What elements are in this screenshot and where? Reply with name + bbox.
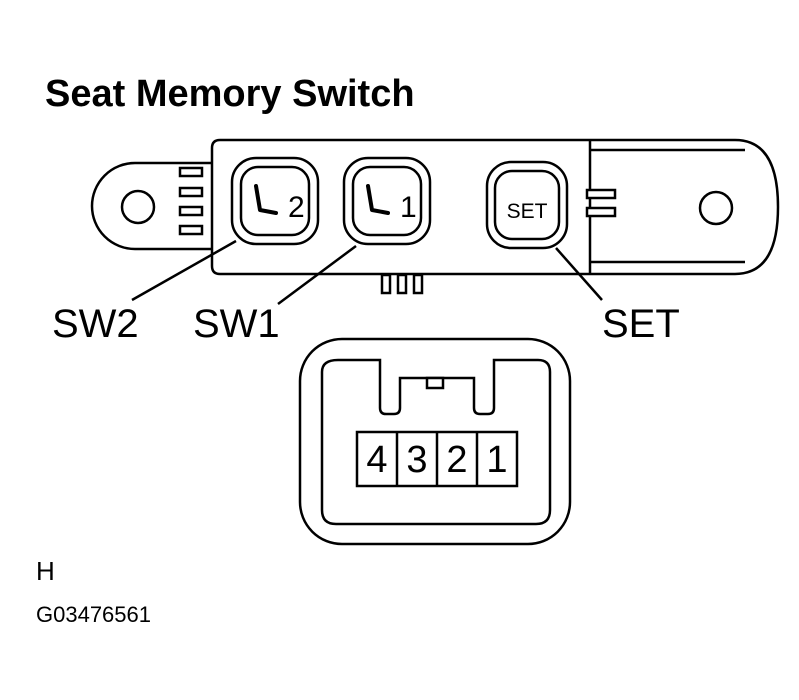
sw2-number: 2 (288, 191, 305, 224)
set-button-label: SET (507, 200, 548, 223)
connector-pin-4: 4 (366, 439, 387, 481)
view-label: H (36, 556, 55, 586)
left-mount-hole-icon (120, 189, 156, 225)
left-mounting-tab (90, 161, 212, 251)
seat-icon (366, 184, 390, 215)
sw1-leader-line (277, 244, 357, 306)
sw2-leader-line (131, 239, 237, 302)
connector-pin-1: 1 (486, 439, 507, 481)
sw2-button[interactable]: 2 (230, 156, 320, 246)
figure-id: G03476561 (36, 602, 151, 627)
sw1-callout-label: SW1 (193, 302, 280, 346)
set-callout-label: SET (602, 302, 680, 346)
diagram-title: Seat Memory Switch (45, 73, 415, 115)
connector-pin-2: 2 (446, 439, 467, 481)
set-leader-line (555, 247, 603, 301)
right-mount-hole-icon (698, 190, 734, 226)
sw1-number: 1 (400, 191, 417, 224)
connector: 4 3 2 1 (298, 337, 572, 546)
sw1-button[interactable]: 1 (342, 156, 432, 246)
set-button[interactable]: SET (485, 160, 569, 250)
seat-icon (254, 184, 278, 215)
connector-pin-3: 3 (406, 439, 427, 481)
sw2-callout-label: SW2 (52, 302, 139, 346)
